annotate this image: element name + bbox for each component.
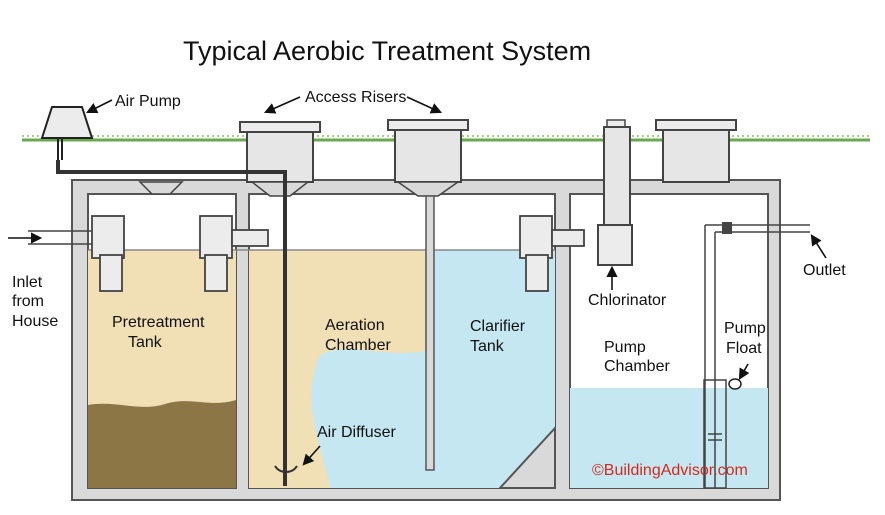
air-diffuser	[274, 465, 298, 473]
access-riser-2	[387, 119, 469, 197]
access-risers-label: Access Risers	[305, 89, 406, 106]
inlet-pipe	[28, 215, 125, 292]
inlet-label-line3: House	[12, 313, 58, 330]
air-diffuser-label: Air Diffuser	[317, 424, 397, 441]
air-pump-arrow	[85, 99, 113, 114]
access-riser-arrow-right	[406, 96, 443, 114]
pretreatment-outlet-tee	[199, 215, 269, 292]
chlorinator	[597, 119, 633, 266]
outlet-arrow	[810, 234, 827, 259]
pump-float	[728, 378, 742, 390]
air-pump-label: Air Pump	[115, 93, 181, 110]
clarifier-label-line1: Clarifier	[470, 318, 526, 335]
pump-float-label-line1: Pump	[724, 320, 766, 337]
diagram-title: Typical Aerobic Treatment System	[183, 36, 591, 66]
air-pump	[40, 106, 94, 160]
pretreatment-label-line1: Pretreatment	[112, 314, 205, 331]
chlorinator-label: Chlorinator	[588, 292, 667, 309]
air-line	[56, 160, 287, 486]
outlet-label: Outlet	[803, 262, 846, 279]
pump-chamber-label-line2: Chamber	[604, 358, 670, 375]
clarifier-label-line2: Tank	[470, 338, 505, 355]
inlet-label-line1: Inlet	[12, 274, 43, 291]
pump-float-label-line2: Float	[726, 340, 762, 357]
access-riser-arrow-left	[263, 96, 301, 114]
inlet-label-line2: from	[12, 293, 44, 310]
pump-chamber-water	[570, 388, 768, 488]
pump-discharge	[703, 222, 810, 489]
pretreatment-vent	[138, 181, 184, 195]
access-riser-3	[655, 119, 737, 183]
pretreatment-label-line2: Tank	[128, 334, 163, 351]
pump-chamber-label-line1: Pump	[604, 339, 646, 356]
aeration-label-line2: Chamber	[325, 337, 391, 354]
aeration-label-line1: Aeration	[325, 317, 385, 334]
pump-float-arrow	[738, 363, 750, 380]
clarifier-outlet-tee	[519, 215, 585, 292]
clarifier-slope	[497, 425, 556, 489]
sludge-layer	[88, 400, 236, 488]
copyright-text: ©BuildingAdvisor.com	[592, 462, 748, 479]
clarifier-baffle	[425, 195, 435, 471]
air-diffuser-arrow	[302, 445, 321, 466]
